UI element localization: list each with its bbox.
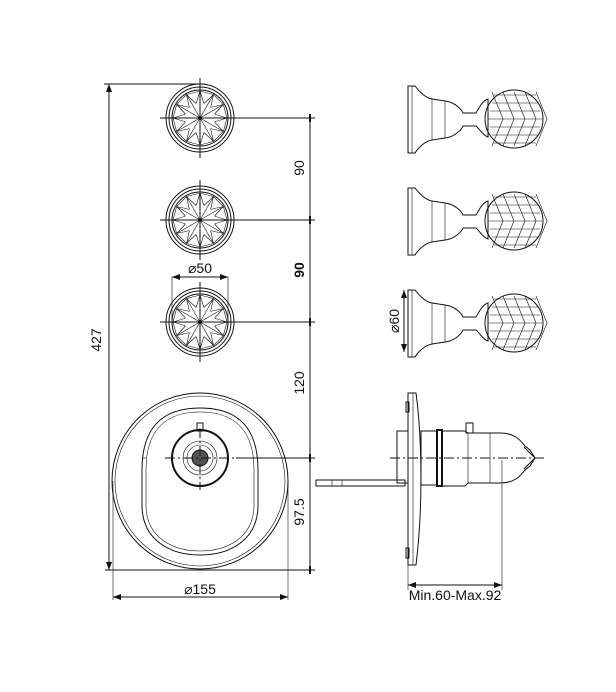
front-plate	[111, 392, 289, 570]
side-knob	[407, 289, 548, 358]
dimension-50-label: ⌀50	[188, 260, 212, 276]
front-knobs	[160, 78, 240, 362]
dimension-60-label: ⌀60	[386, 309, 402, 333]
dimension-plate-diameter: ⌀155	[112, 481, 289, 600]
dimension-side-knob-diameter: ⌀60	[386, 290, 407, 352]
dimension-120-label: 120	[291, 371, 307, 395]
dimension-427-label: 427	[88, 328, 104, 352]
front-knob	[160, 180, 240, 260]
dimension-97-5-label: 97.5	[291, 498, 307, 525]
side-knob	[407, 187, 548, 256]
side-knobs	[407, 85, 548, 358]
side-valve	[315, 392, 545, 566]
dimension-depth-label: Min.60-Max.92	[409, 587, 502, 603]
dimension-chain-right: 90 90 120 97.5	[105, 114, 315, 574]
dimension-90-bold-label: 90	[291, 262, 307, 278]
dimension-knob-diameter: ⌀50	[171, 260, 229, 322]
dimension-155-label: ⌀155	[184, 581, 216, 597]
dimension-total-height: 427	[88, 83, 205, 570]
front-knob	[160, 282, 240, 362]
dimension-90-label: 90	[291, 160, 307, 176]
front-knob	[160, 78, 240, 158]
dimension-depth-range: Min.60-Max.92	[407, 460, 503, 603]
side-knob	[407, 85, 548, 154]
